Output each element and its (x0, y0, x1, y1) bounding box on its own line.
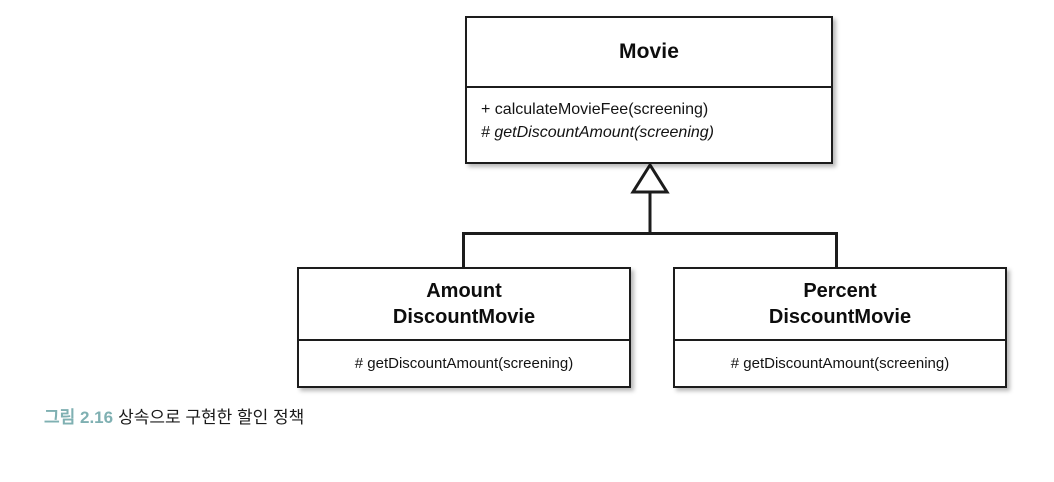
class-operations-amount-discount-movie: # getDiscountAmount(screening) (299, 341, 629, 386)
class-title-percent-line1: Percent (803, 280, 877, 302)
operation-calculate-movie-fee: + calculateMovieFee(screening) (481, 101, 709, 118)
class-name-percent-discount-movie: Percent DiscountMovie (675, 269, 1005, 341)
class-title-percent-line2: DiscountMovie (768, 306, 912, 328)
class-name-movie: Movie (467, 18, 831, 88)
generalization-triangle-icon (630, 162, 670, 194)
class-operations-percent-discount-movie: # getDiscountAmount(screening) (675, 341, 1005, 386)
class-operations-movie: + calculateMovieFee(screening) # getDisc… (467, 88, 831, 144)
operation-get-discount-amount-amount: # getDiscountAmount(screening) (354, 355, 574, 372)
class-title-amount-line1: Amount (426, 280, 502, 302)
class-box-movie[interactable]: Movie + calculateMovieFee(screening) # g… (465, 16, 833, 164)
class-box-percent-discount-movie[interactable]: Percent DiscountMovie # getDiscountAmoun… (673, 267, 1007, 388)
operation-get-discount-amount-abstract: # getDiscountAmount(screening) (481, 124, 715, 141)
class-box-amount-discount-movie[interactable]: Amount DiscountMovie # getDiscountAmount… (297, 267, 631, 388)
figure-caption-text: 상속으로 구현한 할인 정책 (118, 408, 305, 427)
class-name-amount-discount-movie: Amount DiscountMovie (299, 269, 629, 341)
class-title-movie: Movie (618, 40, 679, 63)
operation-get-discount-amount-percent: # getDiscountAmount(screening) (730, 355, 950, 372)
figure-number: 그림 2.16 (44, 408, 114, 427)
class-title-amount-line2: DiscountMovie (392, 306, 536, 328)
